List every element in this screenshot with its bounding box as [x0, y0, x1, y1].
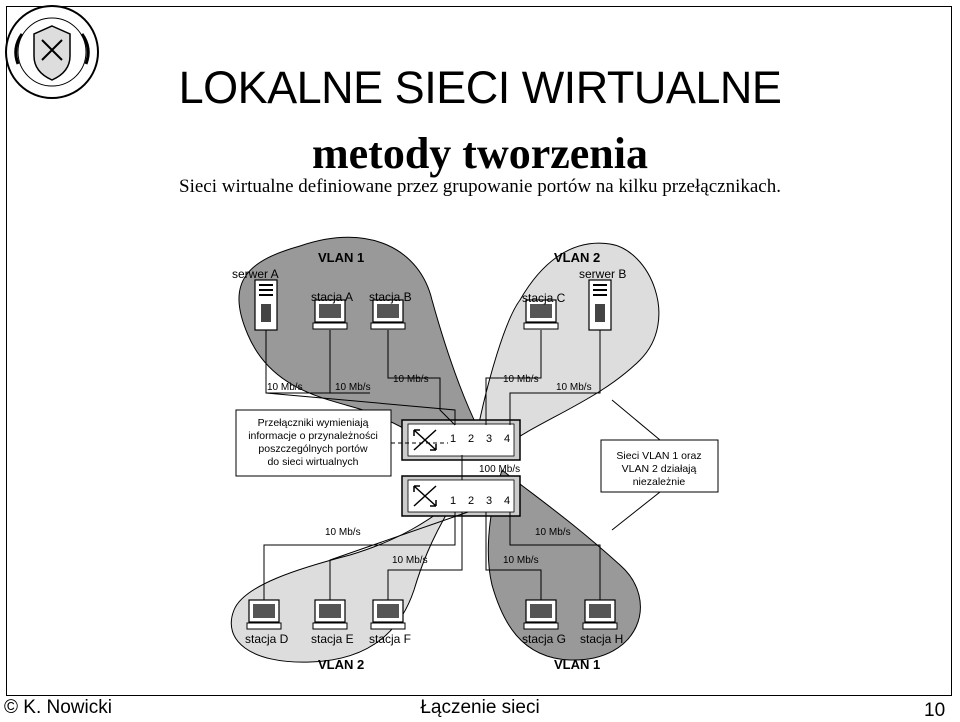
note-right-line-2: VLAN 2 działają	[622, 463, 697, 475]
switch-bottom	[401, 475, 521, 517]
slide-caption: Sieci wirtualne definiowane przez grupow…	[179, 176, 781, 197]
note-right-line-3: niezależnie	[633, 476, 686, 488]
speed-label-station-c: 10 Mb/s	[503, 374, 539, 385]
station-a-icon	[312, 299, 348, 330]
station-g-label: stacja G	[522, 632, 566, 646]
switch-top-port-2: 2	[468, 433, 474, 445]
station-b-icon	[370, 299, 406, 330]
station-f-icon	[370, 599, 406, 630]
switch-top-port-1: 1	[450, 433, 456, 445]
note-left-line-3: poszczególnych portów	[258, 443, 368, 455]
switch-bottom-port-4: 4	[504, 495, 510, 507]
speed-label-station-b: 10 Mb/s	[393, 374, 429, 385]
footer-page-number: 10	[924, 700, 946, 721]
note-right-arrow-up	[611, 399, 661, 441]
note-right-line-1: Sieci VLAN 1 oraz	[616, 450, 701, 462]
note-left-line-1: Przełączniki wymieniają	[258, 417, 369, 429]
switch-bottom-port-2: 2	[468, 495, 474, 507]
station-d-label: stacja D	[245, 632, 289, 646]
switch-top-port-4: 4	[504, 433, 510, 445]
vlan-bottom-left-label: VLAN 2	[318, 657, 364, 672]
station-e-icon	[312, 599, 348, 630]
server-a-icon	[254, 279, 278, 331]
cables-top	[265, 330, 601, 480]
speed-label-station-a: 10 Mb/s	[335, 382, 371, 393]
switch-top-port-3: 3	[486, 433, 492, 445]
note-right-arrow-down	[611, 491, 661, 531]
slide-subtitle: metody tworzenia	[311, 129, 648, 178]
station-e-label: stacja E	[311, 632, 354, 646]
footer-title: Łączenie sieci	[420, 697, 540, 718]
vlan-top-left-label: VLAN 1	[318, 250, 364, 265]
slide-frame	[6, 6, 952, 696]
note-left-line-4: do sieci wirtualnych	[267, 456, 358, 468]
speed-label-station-g: 10 Mb/s	[535, 527, 571, 538]
slide-title: LOKALNE SIECI WIRTUALNE	[178, 62, 782, 113]
station-h-icon	[582, 599, 618, 630]
station-d-icon	[246, 599, 282, 630]
note-right-box	[600, 439, 719, 493]
station-c-label: stacja C	[522, 291, 566, 305]
switch-top	[401, 419, 521, 461]
speed-label-server-b: 10 Mb/s	[556, 382, 592, 393]
switch-bottom-port-1: 1	[450, 495, 456, 507]
vlan-top-right-label: VLAN 2	[554, 250, 600, 265]
note-left-box	[235, 409, 392, 477]
station-h-label: stacja H	[580, 632, 623, 646]
university-logo	[5, 5, 99, 99]
cables-bottom	[263, 511, 601, 605]
switch-bottom-port-3: 3	[486, 495, 492, 507]
server-a-label: serwer A	[232, 267, 279, 281]
note-left-line-2: informacje o przynależności	[248, 430, 378, 442]
station-b-label: stacja B	[369, 290, 412, 304]
footer-author: © K. Nowicki	[4, 697, 112, 718]
station-f-label: stacja F	[369, 632, 411, 646]
vlan2-bottom-region	[230, 499, 456, 663]
speed-label-server-a: 10 Mb/s	[267, 382, 303, 393]
speed-label-station-h: 10 Mb/s	[503, 555, 539, 566]
vlan2-top-region	[477, 242, 660, 449]
server-b-label: serwer B	[579, 267, 626, 281]
speed-label-station-f: 10 Mb/s	[392, 555, 428, 566]
speed-label-trunk: 100 Mb/s	[479, 464, 520, 475]
speed-label-station-d: 10 Mb/s	[325, 527, 361, 538]
vlan-bottom-right-label: VLAN 1	[554, 657, 600, 672]
station-g-icon	[523, 599, 559, 630]
server-b-icon	[588, 279, 612, 331]
station-a-label: stacja A	[311, 290, 353, 304]
